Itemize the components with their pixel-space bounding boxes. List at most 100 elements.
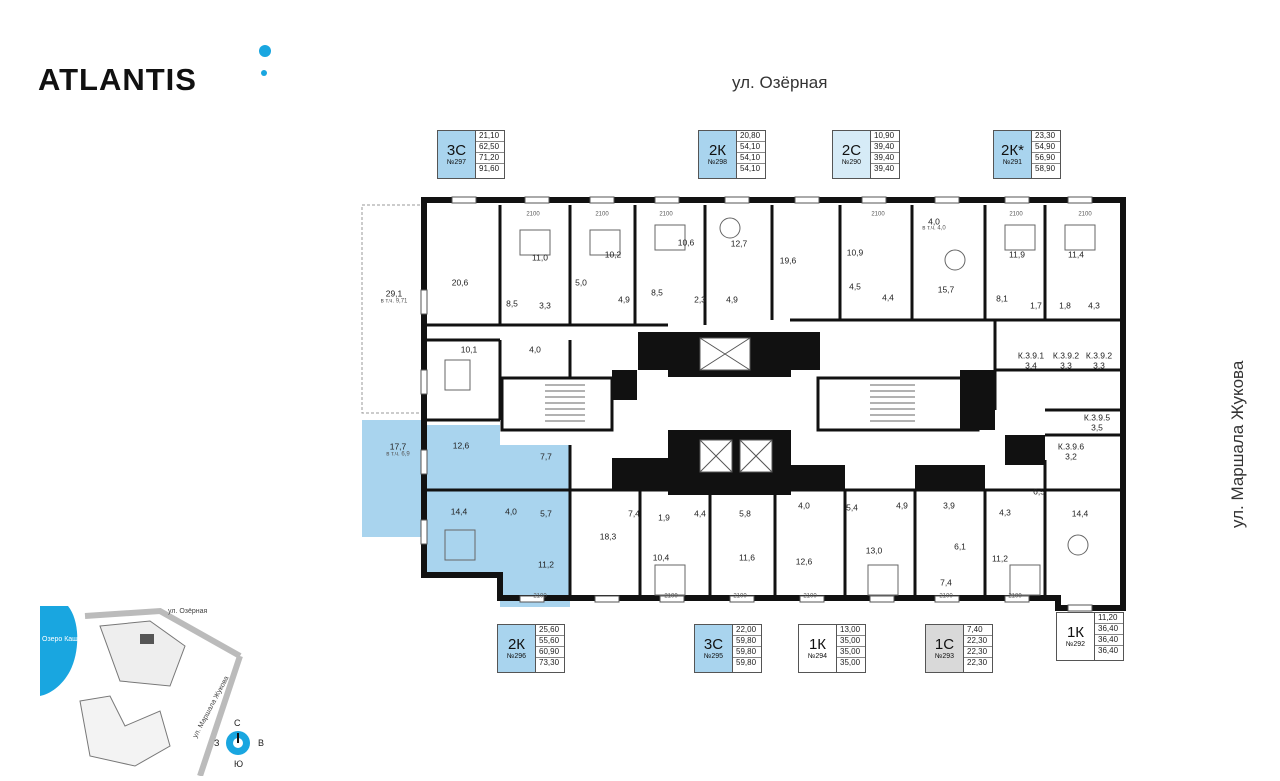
storage-area: 3,4 xyxy=(1025,360,1037,371)
room-area: 5,0 xyxy=(575,277,587,288)
area-value: 36,40 xyxy=(1095,624,1123,635)
room-area: 11,6 xyxy=(739,552,755,563)
area-value: 58,90 xyxy=(1035,164,1056,173)
area-value: 20,80 xyxy=(737,131,765,142)
apartment-tag: 1К №292 xyxy=(1057,613,1095,660)
apartment-tag: 1С №293 xyxy=(926,625,964,672)
area-value: 54,90 xyxy=(1032,142,1060,153)
apartment-number: №291 xyxy=(1002,159,1023,166)
street-label-top: ул. Озёрная xyxy=(732,73,828,92)
apartment-type: 2К xyxy=(708,142,727,159)
minimap-street-top: ул. Озёрная xyxy=(168,608,208,615)
apartment-type: 2С xyxy=(841,142,862,159)
compass-icon xyxy=(226,731,250,755)
dimension-label: 2100 xyxy=(1009,211,1023,218)
dimension-label: 2100 xyxy=(526,211,540,218)
apartment-tag: 3С №295 xyxy=(695,625,733,672)
room-area: 4,9 xyxy=(726,294,738,305)
room-area: 2,3 xyxy=(694,294,706,305)
furniture xyxy=(444,217,1096,596)
room-area: 10,2 xyxy=(604,249,622,260)
area-value: 62,50 xyxy=(476,142,504,153)
area-value: 22,30 xyxy=(964,647,992,658)
apartment-tag: 3С №297 xyxy=(438,131,476,178)
area-value: 21,10 xyxy=(476,131,504,142)
room-area: 10,6 xyxy=(677,237,695,248)
apartment-card-290[interactable]: 2С №290 10,90 39,40 39,40 39,40 xyxy=(832,130,900,179)
room-area: 5,7 xyxy=(540,508,552,519)
storage-area: 3,5 xyxy=(1091,422,1103,433)
dimension-label: 2100 xyxy=(871,211,885,218)
apartment-number: №290 xyxy=(841,159,862,166)
area-value: 22,30 xyxy=(964,636,992,647)
storage-label: К.3.9.5 xyxy=(1083,412,1111,423)
room-area: 11,2 xyxy=(538,559,554,570)
area-value: 59,80 xyxy=(733,636,761,647)
apartment-card-293[interactable]: 1С №293 7,40 22,30 22,30 22,30 xyxy=(925,624,993,673)
storage-label: К.3.9.2 xyxy=(1052,350,1080,361)
dimension-label: 2100 xyxy=(1078,211,1092,218)
room-area: 4,9 xyxy=(618,294,630,305)
area-value: 39,40 xyxy=(871,142,899,153)
room-area: 19,6 xyxy=(779,255,797,266)
room-note: в т.ч. 9,71 xyxy=(380,298,408,305)
room-area: 4,0 xyxy=(798,500,810,511)
storage-label: К.3.9.1 xyxy=(1017,350,1045,361)
storage-label: К.3.9.6 xyxy=(1057,441,1085,452)
dimension-label: 2100 xyxy=(659,211,673,218)
area-value: 54,10 xyxy=(737,142,765,153)
room-area: 11,4 xyxy=(1068,249,1084,260)
room-area: 5,4 xyxy=(846,502,858,513)
apartment-296-fill xyxy=(362,420,570,607)
apartment-card-295[interactable]: 3С №295 22,00 59,80 59,80 59,80 xyxy=(694,624,762,673)
windows xyxy=(420,196,1093,612)
dimension-label: 2100 xyxy=(664,593,678,600)
area-value: 35,00 xyxy=(840,658,861,667)
room-area: 8,5 xyxy=(506,298,518,309)
area-value: 35,00 xyxy=(837,647,865,658)
area-value: 56,90 xyxy=(1032,153,1060,164)
room-area: 8,5 xyxy=(651,287,663,298)
area-value: 23,30 xyxy=(1032,131,1060,142)
apartment-card-294[interactable]: 1К №294 13,00 35,00 35,00 35,00 xyxy=(798,624,866,673)
apartment-type: 3С xyxy=(703,636,724,653)
building-outline xyxy=(421,197,1126,611)
apartment-type: 2К* xyxy=(1001,142,1024,159)
area-value: 54,10 xyxy=(740,164,761,173)
current-building-marker xyxy=(140,634,154,644)
minimap-lake-label: Озеро Кашкадан xyxy=(42,636,97,643)
apartment-card-297[interactable]: 3С №297 21,10 62,50 71,20 91,60 xyxy=(437,130,505,179)
room-area: 1,9 xyxy=(658,512,670,523)
apartment-card-292[interactable]: 1К №292 11,20 36,40 36,40 36,40 xyxy=(1056,612,1124,661)
apartment-number: №294 xyxy=(807,653,828,660)
apartment-card-296[interactable]: 2К №296 25,60 55,60 60,90 73,30 xyxy=(497,624,565,673)
area-value: 36,40 xyxy=(1098,646,1119,655)
room-area: 12,6 xyxy=(452,440,470,451)
room-area: 7,4 xyxy=(628,508,640,519)
area-value: 36,40 xyxy=(1095,635,1123,646)
brand-logo: ATLANTIS xyxy=(38,62,197,97)
room-note: в т.ч. 4,0 xyxy=(922,225,946,232)
room-area: 4,9 xyxy=(896,500,908,511)
apartment-number: №293 xyxy=(934,653,955,660)
area-value: 35,00 xyxy=(837,636,865,647)
apartment-type: 1С xyxy=(934,636,955,653)
storage-label: К.3.9.2 xyxy=(1085,350,1113,361)
area-value: 7,40 xyxy=(964,625,992,636)
room-area: 11,0 xyxy=(532,252,548,263)
apartment-number: №298 xyxy=(707,159,728,166)
site-minimap: Озеро Кашкадан ул. Озёрная ул. Маршала Ж… xyxy=(40,606,270,777)
apartment-card-291[interactable]: 2К* №291 23,30 54,90 56,90 58,90 xyxy=(993,130,1061,179)
apartment-card-298[interactable]: 2К №298 20,80 54,10 54,10 54,10 xyxy=(698,130,766,179)
room-area: 10,1 xyxy=(460,344,478,355)
compass-east: В xyxy=(258,738,265,748)
area-value: 55,60 xyxy=(536,636,564,647)
compass-west: З xyxy=(214,738,220,748)
room-area: 7,7 xyxy=(540,451,552,462)
room-area: 8,1 xyxy=(996,293,1008,304)
apartment-type: 1К xyxy=(1066,624,1085,641)
area-value: 91,60 xyxy=(479,164,500,173)
dimension-label: 2100 xyxy=(803,593,817,600)
apartment-number: №295 xyxy=(703,653,724,660)
compass-north: С xyxy=(234,718,241,728)
